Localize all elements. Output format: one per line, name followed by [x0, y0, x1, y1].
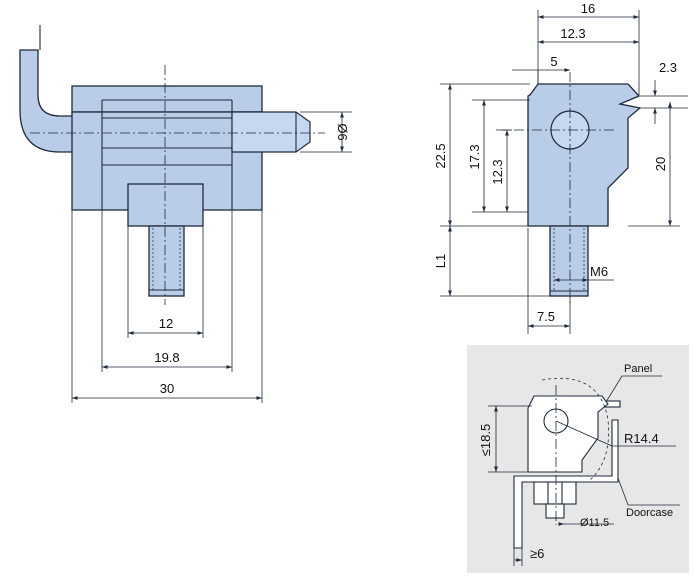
dim-pin-diameter-label: Ø6	[335, 123, 350, 140]
dim-side-stud-length: L1	[433, 226, 550, 297]
dim-side-stud-width: 7.5	[527, 228, 571, 334]
side-view: 16 12.3 5 2.3 20 2	[433, 1, 688, 334]
inset-panel-leader	[605, 375, 623, 403]
dim-side-small-width-label: 5	[550, 54, 557, 69]
dim-side-mid-height-label: 17.3	[467, 144, 482, 169]
dim-side-right-height-label: 20	[653, 157, 668, 171]
inset-panel-label: Panel	[624, 363, 652, 375]
front-view: Ø6 12 19.8 30	[19, 25, 352, 403]
dim-side-small-height: 12.3	[490, 129, 512, 212]
dim-side-slot-label: 2.3	[659, 60, 677, 75]
dim-stud-width-label: 12	[159, 316, 173, 331]
front-lower-block	[127, 183, 204, 227]
side-body	[527, 83, 642, 227]
dim-side-mid-width-label: 12.3	[560, 26, 585, 41]
inset-radius-label: R14.4	[624, 431, 659, 446]
inset-radius-line	[555, 420, 613, 447]
dim-side-thread-label: M6	[590, 264, 608, 279]
dim-side-mid-width: 12.3	[538, 26, 639, 44]
dim-mid-width: 19.8	[101, 210, 233, 372]
front-body-top	[71, 85, 263, 113]
dim-side-total-height: 22.5	[433, 83, 550, 227]
dim-side-total-width-label: 16	[581, 1, 595, 16]
inset-hole-diameter-label: Ø11.5	[580, 517, 609, 529]
front-threaded-stud	[148, 225, 185, 297]
dim-side-mid-height: 17.3	[467, 99, 530, 213]
dim-side-total-height-label: 22.5	[433, 143, 448, 168]
dim-total-width: 30	[71, 210, 263, 403]
inset-dim-offset: ≥6	[513, 546, 544, 566]
dim-side-small-width: 5	[512, 54, 570, 84]
inset-doorcase-label: Doorcase	[626, 507, 673, 519]
inset-nut	[533, 481, 577, 505]
dim-total-width-label: 30	[160, 381, 174, 396]
installation-inset: Panel R14.4 Doorcase Ø11.5 ≤18.5 ≥6	[467, 345, 689, 573]
inset-offset-label: ≥6	[530, 546, 544, 561]
dim-side-slot: 2.3	[640, 60, 688, 124]
dim-stud-width: 12	[127, 226, 204, 338]
dim-side-stud-length-label: L1	[433, 254, 448, 268]
dim-side-total-width: 16	[537, 1, 640, 96]
dim-side-right-height: 20	[628, 102, 680, 227]
front-pin	[231, 111, 311, 153]
inset-swing-arc	[541, 378, 609, 481]
inset-stud	[545, 503, 565, 519]
dim-mid-width-label: 19.8	[154, 350, 179, 365]
dim-side-stud-width-label: 7.5	[537, 309, 555, 324]
dim-side-thread: M6	[554, 264, 614, 282]
dim-side-small-height-label: 12.3	[490, 159, 505, 184]
inset-height-label: ≤18.5	[478, 424, 493, 456]
side-threaded-stud	[549, 225, 589, 297]
inset-dim-height: ≤18.5	[478, 405, 532, 473]
dim-pin-diameter: Ø6	[300, 111, 352, 153]
inset-doorcase-leader	[617, 477, 629, 506]
